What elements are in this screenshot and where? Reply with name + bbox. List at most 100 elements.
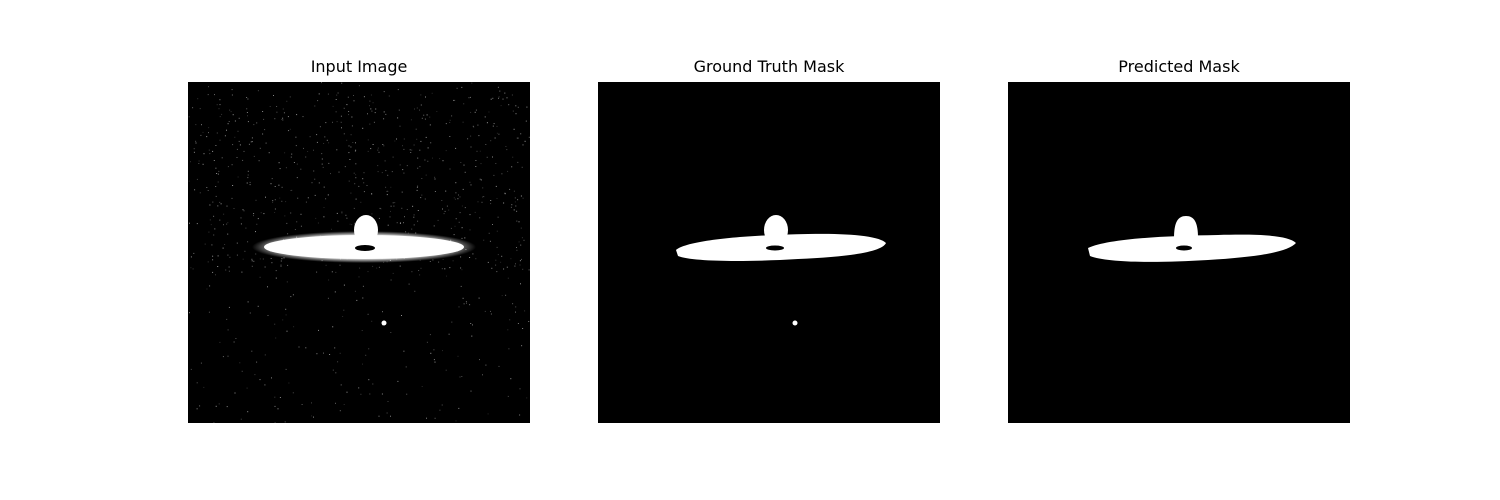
noise-speck (267, 315, 269, 316)
noise-speck (331, 271, 333, 273)
noise-speck (222, 356, 224, 358)
noise-speck (512, 110, 514, 112)
noise-speck (453, 99, 455, 101)
noise-speck (287, 233, 289, 235)
noise-speck (300, 225, 302, 227)
noise-speck (413, 224, 415, 226)
noise-speck (279, 197, 281, 199)
noise-speck (417, 185, 419, 187)
noise-speck (469, 181, 471, 183)
noise-speck (330, 173, 331, 175)
noise-speck (239, 362, 241, 364)
noise-speck (434, 178, 436, 180)
noise-speck (247, 241, 249, 243)
noise-speck (254, 374, 256, 376)
noise-speck (246, 387, 248, 389)
noise-speck (369, 105, 370, 107)
noise-speck (503, 268, 505, 270)
noise-speck (337, 361, 339, 363)
noise-speck (500, 261, 502, 263)
noise-speck (369, 100, 371, 102)
noise-speck (350, 146, 352, 148)
noise-speck (485, 364, 487, 366)
noise-speck (461, 227, 463, 229)
noise-speck (219, 99, 221, 101)
noise-speck (282, 319, 284, 321)
noise-speck (425, 174, 427, 176)
noise-speck (516, 137, 518, 139)
noise-speck (513, 128, 515, 130)
noise-speck (489, 240, 491, 242)
noise-speck (453, 234, 455, 236)
pred-object-shadow (1176, 245, 1192, 251)
noise-speck (420, 140, 422, 142)
noise-speck (192, 107, 194, 109)
noise-speck (238, 140, 240, 142)
noise-speck (296, 163, 298, 165)
noise-speck (421, 117, 423, 119)
noise-speck (454, 198, 456, 200)
noise-speck (461, 269, 463, 271)
noise-speck (497, 216, 499, 218)
noise-speck (270, 258, 272, 259)
noise-speck (277, 408, 279, 410)
noise-speck (412, 205, 414, 207)
noise-speck (498, 96, 500, 98)
noise-speck (512, 303, 514, 305)
noise-speck (362, 178, 364, 180)
noise-speck (348, 145, 350, 147)
noise-speck (439, 409, 441, 411)
noise-speck (432, 259, 434, 261)
noise-speck (520, 227, 522, 229)
noise-speck (354, 150, 356, 152)
noise-speck (457, 198, 459, 200)
noise-speck (219, 116, 221, 118)
noise-speck (227, 254, 229, 256)
noise-speck (385, 186, 387, 188)
noise-speck (354, 222, 356, 224)
noise-speck (416, 138, 418, 140)
noise-speck (202, 131, 204, 133)
noise-speck (391, 171, 393, 173)
noise-speck (441, 200, 443, 201)
noise-speck (442, 258, 444, 260)
noise-speck (327, 194, 329, 196)
noise-speck (259, 258, 261, 260)
noise-speck (510, 258, 512, 260)
noise-speck (515, 105, 517, 107)
noise-speck (382, 144, 384, 145)
noise-speck (228, 270, 230, 272)
noise-speck (339, 352, 341, 354)
noise-speck (524, 310, 526, 312)
noise-speck (190, 161, 191, 163)
noise-speck (217, 266, 219, 267)
noise-speck (377, 149, 379, 151)
noise-speck (506, 149, 508, 151)
noise-speck (256, 361, 258, 363)
noise-speck (355, 177, 357, 179)
noise-speck (425, 136, 427, 138)
noise-speck (231, 94, 233, 96)
noise-speck (231, 197, 233, 199)
noise-speck (247, 411, 249, 413)
noise-speck (525, 120, 527, 122)
noise-speck (335, 271, 337, 273)
noise-speck (289, 128, 291, 130)
noise-speck (241, 370, 243, 372)
noise-speck (281, 258, 283, 260)
noise-speck (233, 208, 235, 209)
noise-speck (500, 105, 502, 107)
noise-speck (284, 152, 286, 154)
noise-speck (323, 186, 325, 188)
noise-speck (496, 198, 498, 199)
noise-speck (445, 123, 447, 125)
noise-speck (498, 97, 499, 99)
noise-speck (367, 313, 369, 315)
noise-speck (197, 98, 199, 100)
noise-speck (383, 91, 385, 93)
input-image-panel (188, 82, 530, 423)
noise-speck (453, 197, 455, 199)
noise-speck (522, 144, 524, 146)
noise-speck (514, 265, 516, 267)
noise-speck (498, 133, 500, 135)
